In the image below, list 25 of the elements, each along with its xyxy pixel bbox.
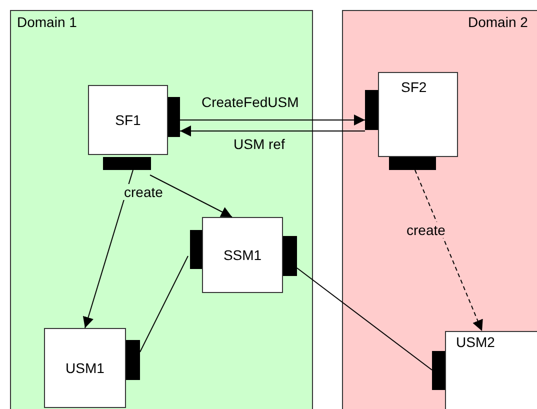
connector-line: [140, 256, 188, 352]
component-label: SF1: [115, 112, 141, 128]
arrow: [150, 174, 232, 218]
edge-label: create: [406, 222, 446, 238]
region-title: Domain 2: [468, 14, 528, 30]
domain-region: [10, 10, 313, 409]
component-box: [44, 328, 126, 408]
component-label: SSM1: [223, 247, 262, 263]
component-label: USM1: [66, 360, 104, 376]
edge-label: create: [123, 184, 164, 200]
arrow: [180, 114, 366, 126]
component-box: [88, 85, 168, 155]
edge-label: CreateFedUSM: [200, 94, 300, 110]
component-box: [445, 331, 537, 409]
component-label: SF2: [401, 79, 427, 95]
edge-label: USM ref: [232, 136, 286, 152]
component-box: [202, 217, 283, 293]
domain-region: [342, 10, 537, 409]
component-label: USM2: [456, 334, 495, 350]
arrow: [82, 170, 134, 328]
arrow: [180, 126, 366, 136]
region-title: Domain 1: [17, 14, 77, 30]
component-box: [378, 72, 458, 157]
arrow: [414, 170, 483, 332]
connector-line: [296, 268, 432, 370]
